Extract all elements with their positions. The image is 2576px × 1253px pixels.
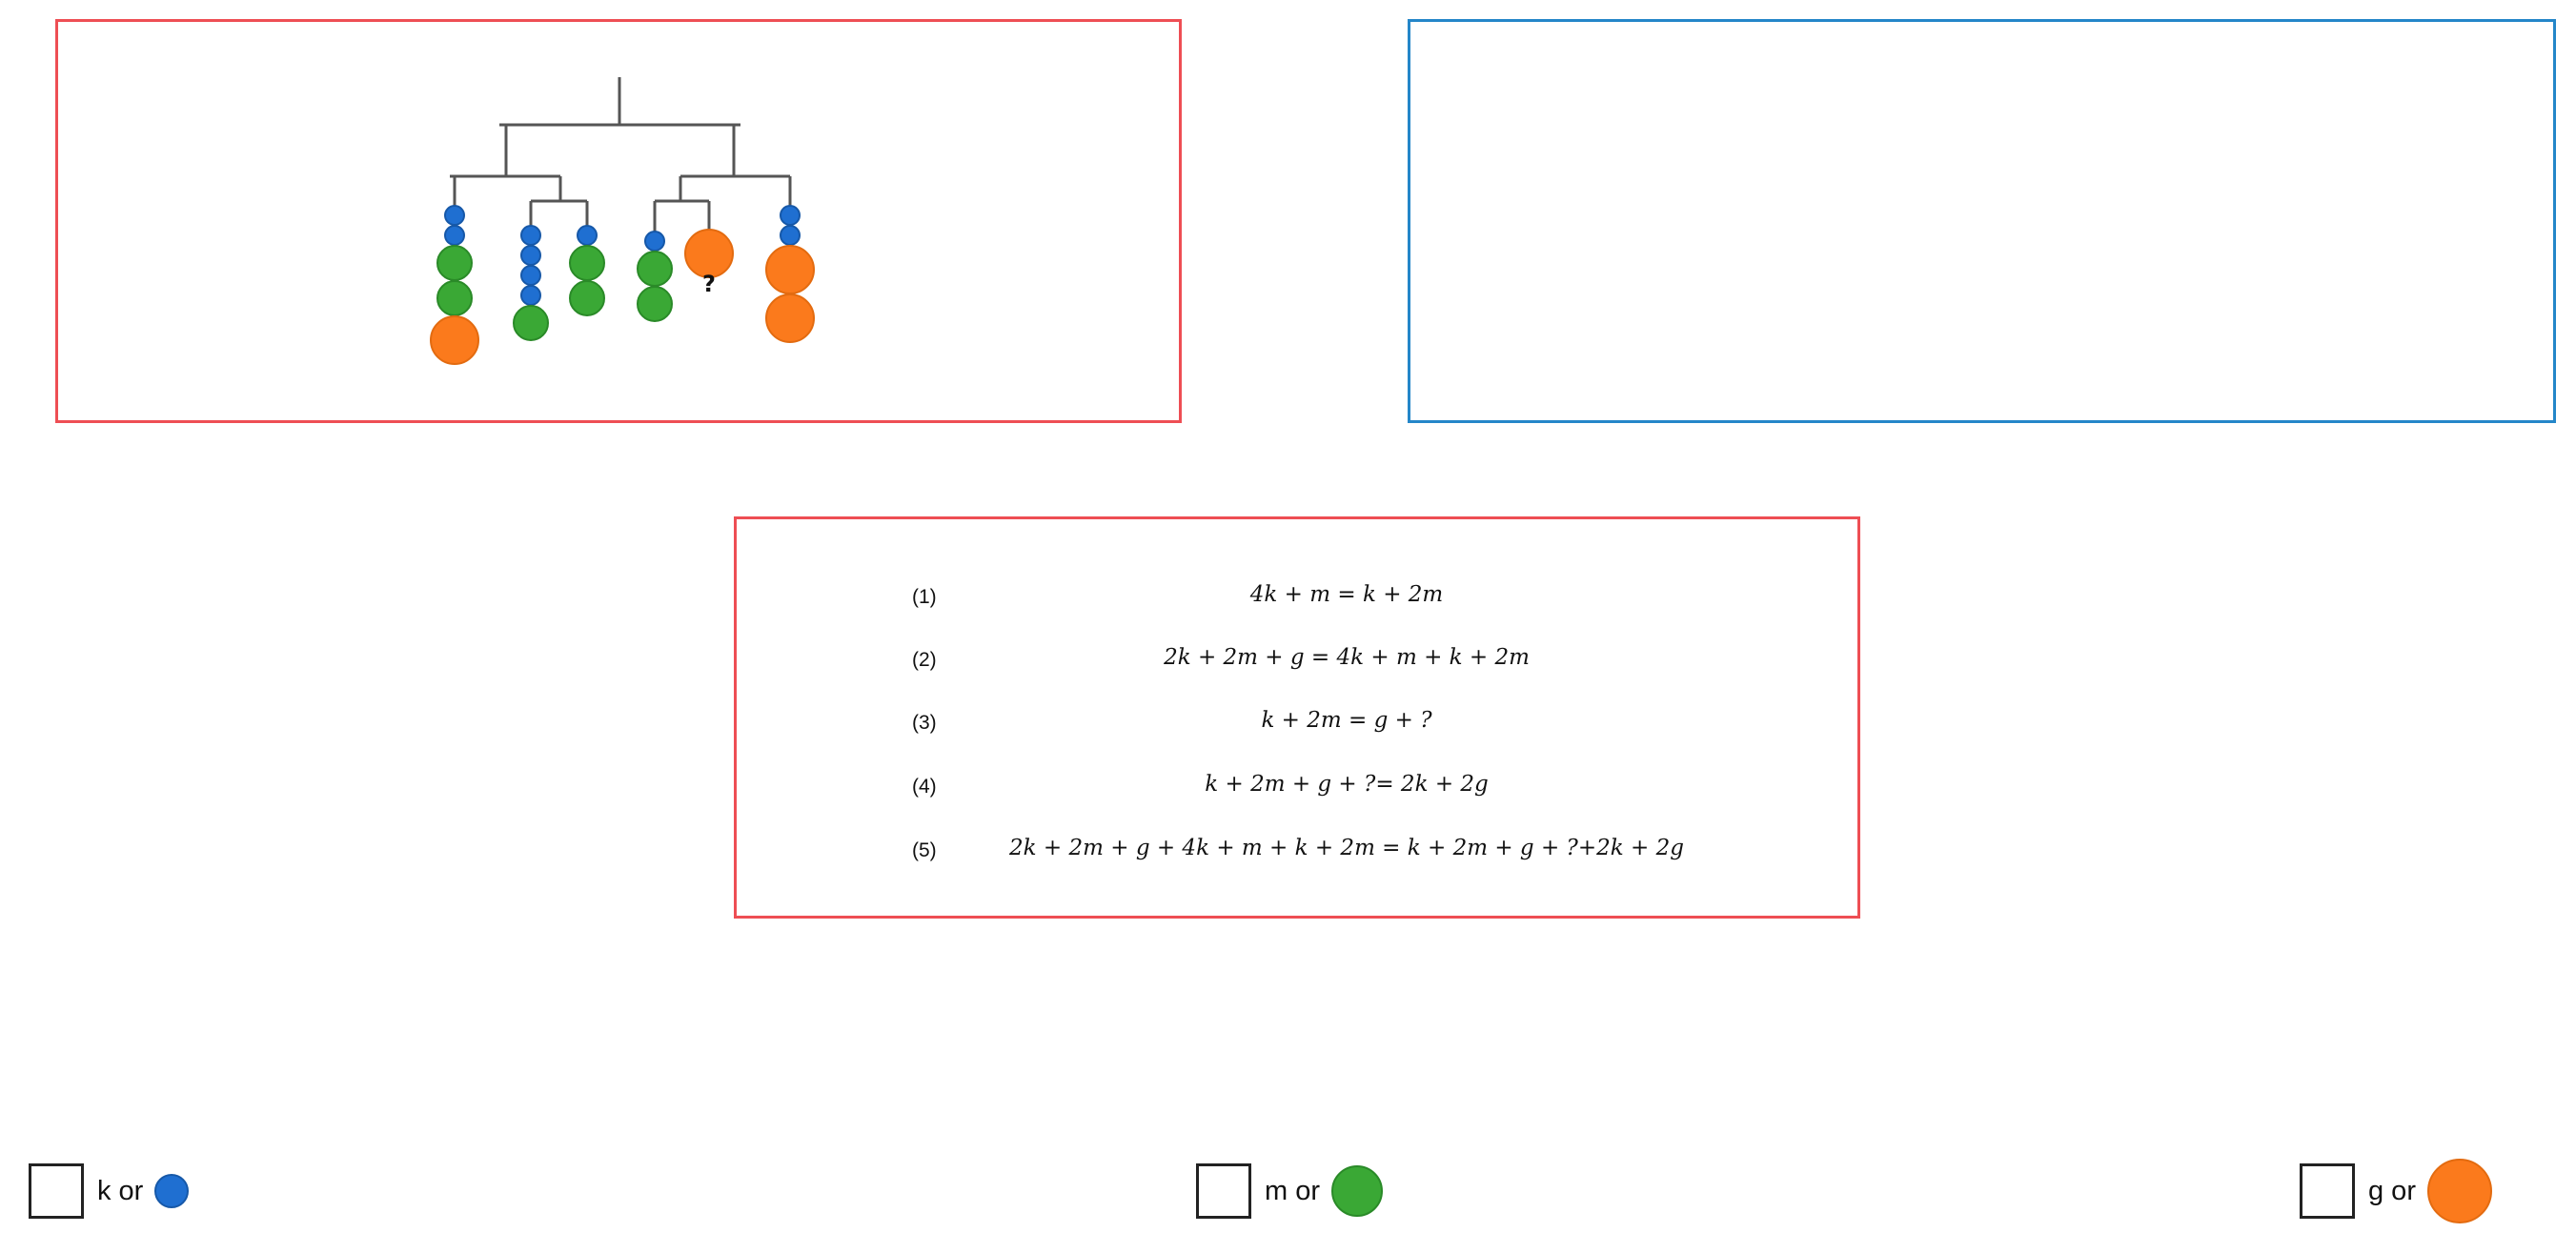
equation-number: (2) [912, 649, 937, 671]
blue-bead [780, 205, 801, 226]
equation-row-3: (3) k + 2m = g + ? [737, 704, 1857, 742]
equation-text: k + 2m = g + ? [1261, 708, 1432, 733]
green-bead [637, 286, 673, 322]
legend-choice-m: m or [1196, 1161, 1383, 1222]
green-bead [436, 245, 473, 281]
orange-bead [765, 293, 815, 343]
equation-text: 2k + 2m + g + 4k + m + k + 2m = k + 2m +… [1009, 836, 1684, 860]
equation-row-4: (4) k + 2m + g + ?= 2k + 2g [737, 768, 1857, 806]
legend-label-g: g or [2368, 1175, 2416, 1206]
blue-bead [780, 225, 801, 246]
equations-panel: (1) 4k + m = k + 2m (2) 2k + 2m + g = 4k… [734, 516, 1860, 919]
orange-bead [765, 245, 815, 294]
equation-number: (4) [912, 776, 937, 798]
equation-text: 2k + 2m + g = 4k + m + k + 2m [1164, 645, 1530, 670]
legend-label-m: m or [1265, 1175, 1320, 1206]
equation-number: (5) [912, 839, 937, 861]
equation-row-2: (2) 2k + 2m + g = 4k + m + k + 2m [737, 641, 1857, 679]
blue-bead [444, 225, 465, 246]
choice-checkbox-m[interactable] [1196, 1163, 1251, 1219]
green-bead [513, 305, 549, 341]
mobile-beads [430, 205, 815, 365]
green-bead [637, 251, 673, 287]
legend-choice-k: k or [29, 1161, 190, 1222]
blue-bead [520, 285, 541, 306]
orange-bead [430, 315, 479, 365]
blue-bead [644, 231, 665, 252]
orange-circle-icon [2426, 1159, 2492, 1223]
legend-choice-g: g or [2300, 1159, 2492, 1223]
green-circle-icon [1331, 1165, 1383, 1217]
green-bead [569, 245, 605, 281]
equation-number: (1) [912, 586, 937, 608]
mobile-bars [450, 77, 792, 232]
blue-bead [577, 225, 598, 246]
blue-bead [520, 265, 541, 286]
equation-text: k + 2m + g + ?= 2k + 2g [1205, 772, 1489, 797]
unknown-mark: ? [702, 271, 716, 297]
answer-area[interactable] [1408, 19, 2556, 423]
equation-row-1: (1) 4k + m = k + 2m [737, 578, 1857, 616]
orange-bead [684, 229, 734, 278]
blue-bead [520, 245, 541, 266]
mobile-diagram: ? [430, 77, 815, 365]
choice-checkbox-k[interactable] [29, 1163, 84, 1219]
blue-circle-icon [154, 1174, 190, 1208]
equation-text: 4k + m = k + 2m [1249, 582, 1444, 607]
blue-bead [520, 225, 541, 246]
legend-label-k: k or [97, 1175, 144, 1206]
choice-checkbox-g[interactable] [2300, 1163, 2355, 1219]
blue-bead [444, 205, 465, 226]
green-bead [436, 280, 473, 316]
equation-number: (3) [912, 712, 937, 734]
equation-row-5: (5) 2k + 2m + g + 4k + m + k + 2m = k + … [737, 832, 1857, 870]
mobile-panel: ? [55, 19, 1182, 423]
green-bead [569, 280, 605, 316]
